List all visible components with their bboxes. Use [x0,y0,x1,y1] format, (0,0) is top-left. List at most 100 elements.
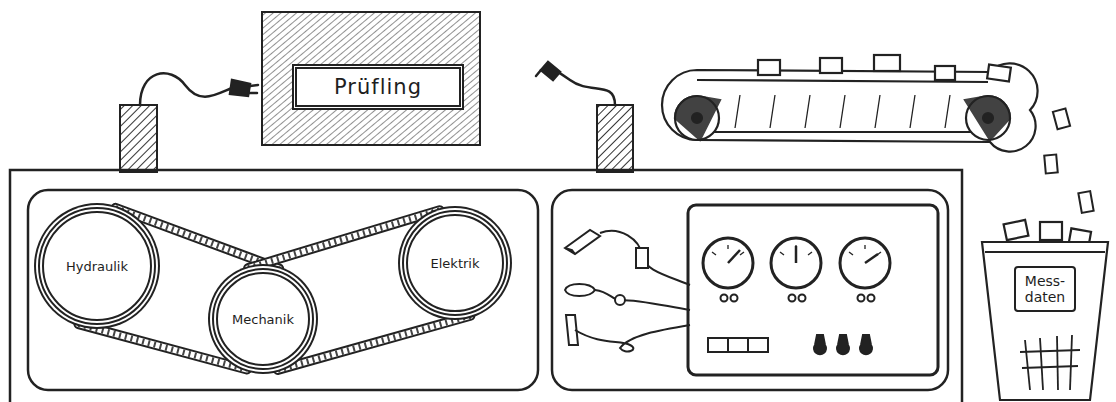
waste-bin-part-part [1022,366,1078,368]
electrics-wheel: Elektrik [402,210,508,316]
hydraulics-wheel: Hydraulik [38,207,156,325]
measurement-panel-part-part [877,252,881,255]
probe-wires-part [600,231,690,285]
conveyor-belt-part [935,66,955,80]
waste-bin-part [985,251,1105,253]
connector-pillar-part [597,105,633,172]
cable-plug-part [230,80,250,96]
text-stack: Hydraulik [66,259,128,274]
measurement-panel-part [799,295,806,302]
measurement-panel-part [771,238,821,288]
conveyor-belt-part [758,60,780,75]
conveyor-belt-part [675,96,719,140]
text-stack: Elektrik [431,256,480,271]
measurement-panel [688,205,938,375]
measurement-panel-part-part [740,252,744,255]
measurement-panel-part [837,335,849,354]
waste-bin-part-part [1070,335,1072,390]
measurement-panel-part-part [795,245,796,249]
conveyor-belt [662,55,1038,152]
waste-bin-part [1004,220,1029,240]
measurement-panel-part-part [864,245,865,249]
cable-plug-part [555,70,615,105]
measurement-panel-part-part [849,252,853,255]
conveyor-belt-part [820,58,842,73]
probe-wires-part [595,290,690,310]
probe-wires-part [575,325,690,351]
waste-bin-part [1040,222,1062,240]
conveyor-belt-part-part [910,95,915,128]
conveyor-belt-part [675,96,720,140]
conveyor-belt-part [662,63,1038,151]
measurement-panel-part-part [780,252,784,255]
conveyor-belt-part [874,55,900,71]
bin-label: Mess- daten [1014,266,1076,312]
falling-slips-part [1053,108,1070,129]
test-bench-frame [10,170,962,402]
probe-wires-part [565,248,575,254]
measurement-panel-part [789,295,796,302]
node-text: Mess- daten [1018,273,1072,305]
conveyor-belt-part-part [770,95,775,128]
waste-bin [982,220,1108,400]
measurement-panel-part [814,335,826,354]
node-text: Mechanik [232,312,294,327]
node-text: Hydraulik [66,259,128,274]
falling-slips-part [1078,191,1093,213]
conveyor-belt-part [700,131,985,133]
conveyor-belt-part-part [840,95,845,128]
falling-slips-part [1044,155,1058,174]
probe-wires-part [636,248,648,268]
cable-plug-part [250,85,258,86]
measurement-panel-part [860,335,872,354]
conveyor-belt-part [966,96,1010,140]
conveyor-belt-part-part [735,95,740,128]
conveyor-belt-part [735,95,950,128]
waste-bin-part [1020,335,1080,390]
specimen-panel [262,12,480,145]
node-text: Elektrik [431,256,480,271]
falling-slips [1044,108,1093,212]
conveyor-belt-part [965,96,1010,140]
text-stack: Mechanik [232,312,294,327]
cable-plug-part [541,62,560,80]
measurement-panel-part [858,295,865,302]
conveyor-belt-part-part [875,95,880,128]
measurement-panel-part [708,338,728,352]
specimen-label: Prüfling [292,64,464,110]
conveyor-belt-part [987,65,1011,82]
measurement-panel-part [748,338,768,352]
probe-wires [565,230,690,351]
measurement-panel-part [712,245,881,255]
cable-plug-part [140,73,232,105]
measurement-panel-part [721,295,728,302]
measurement-panel-part [868,295,875,302]
measurement-panel-part [731,295,738,302]
measurement-panel-part [728,338,748,352]
probe-wires-part [565,284,595,296]
test-bench-frame-part [10,170,962,402]
waste-bin-part-part [1040,338,1043,390]
specimen-panel-part [262,12,480,145]
text-stack: Mess- daten [1018,273,1072,305]
measurement-panel-part-part [808,252,812,255]
measurement-panel-part-part [712,252,716,255]
measurement-panel-part [688,205,938,375]
cable-plug-part [249,92,257,95]
measurement-panel-part [728,250,740,263]
conveyor-belt-part-part [945,95,950,128]
measurement-panel-part [795,246,798,263]
cable-plug-part [536,70,541,76]
connector-pillar [120,105,633,172]
text-stack: Prüfling [334,75,422,99]
measurement-panel-part [865,254,878,263]
mechanics-wheel: Mechanik [212,268,314,370]
measurement-panel-part [840,238,890,288]
node-text: Prüfling [334,75,422,99]
waste-bin-part-part [1025,340,1030,390]
measurement-panel-part [703,238,753,288]
conveyor-belt-part-part [805,95,810,128]
measurement-panel-part-part [727,245,728,249]
